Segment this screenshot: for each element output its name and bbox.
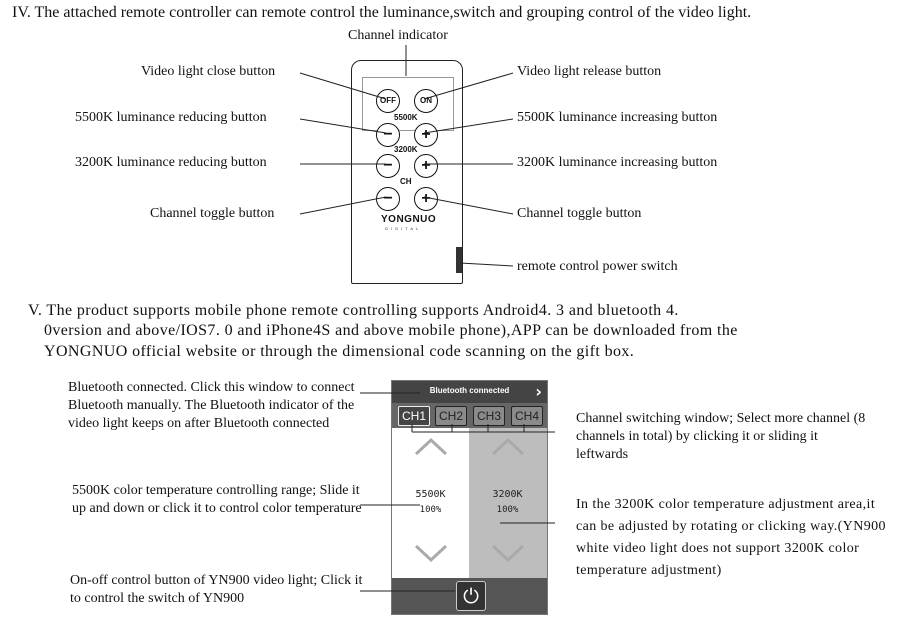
- remote-5500k-plus-button: +: [414, 123, 438, 147]
- channel-tab-1[interactable]: CH1: [398, 406, 430, 426]
- chevron-down-icon: [414, 544, 448, 563]
- section-v-line3: YONGNUO official website or through the …: [44, 343, 635, 360]
- remote-3200k-text: 3200K: [394, 145, 418, 154]
- channel-indicator-panel: [362, 77, 454, 131]
- channel-tab-3[interactable]: CH3: [473, 406, 505, 426]
- bluetooth-status-text: Bluetooth connected: [429, 386, 510, 395]
- channel-tab-4[interactable]: CH4: [511, 406, 543, 426]
- remote-5500k-text: 5500K: [394, 113, 418, 122]
- chevron-up-icon: [491, 437, 525, 456]
- note-3200k-adjust: In the 3200K color temperature adjustmen…: [576, 497, 886, 578]
- label-3200k-reduce: 3200K luminance reducing button: [75, 155, 267, 170]
- app-chevrons: [414, 437, 525, 563]
- remote-off-button: OFF: [376, 89, 400, 113]
- label-5500k-reduce: 5500K luminance reducing button: [75, 110, 267, 125]
- note-channel-switching: Channel switching window; Select more ch…: [576, 411, 866, 462]
- 5500k-control-area[interactable]: [392, 428, 469, 578]
- remote-3200k-plus-button: +: [414, 154, 438, 178]
- channel-tab-2[interactable]: CH2: [435, 406, 467, 426]
- channel-indicator-label: Channel indicator: [348, 28, 448, 43]
- label-3200k-increase: 3200K luminance increasing button: [517, 155, 718, 170]
- left-percent-label: 100%: [419, 505, 442, 515]
- chevron-right-icon[interactable]: ›: [535, 382, 542, 401]
- 3200k-control-area[interactable]: [469, 428, 547, 578]
- chevron-up-icon: [414, 437, 448, 456]
- remote-controller: OFF ON 5500K − + 3200K − + CH − + YONGNU…: [351, 60, 463, 284]
- section-iv-heading: IV. The attached remote controller can r…: [12, 4, 752, 21]
- label-channel-toggle-left: Channel toggle button: [150, 206, 275, 221]
- note-5500k-range: 5500K color temperature controlling rang…: [72, 483, 362, 516]
- label-5500k-increase: 5500K luminance increasing button: [517, 110, 718, 125]
- remote-on-button: ON: [414, 89, 438, 113]
- section-v-line1: V. The product supports mobile phone rem…: [28, 302, 679, 319]
- left-temp-label: 5500K: [415, 489, 446, 500]
- label-release-button: Video light release button: [517, 64, 662, 79]
- remote-ch-text: CH: [400, 177, 412, 186]
- power-icon[interactable]: ⏻: [456, 581, 486, 611]
- remote-5500k-minus-button: −: [376, 123, 400, 147]
- remote-brand: YONGNUO: [381, 214, 437, 225]
- label-channel-toggle-right: Channel toggle button: [517, 206, 642, 221]
- remote-3200k-minus-button: −: [376, 154, 400, 178]
- remote-brand-sub: DIGITAL: [385, 226, 422, 231]
- app-screen: Bluetooth connected › CH1 CH2 CH3 CH4 55…: [391, 380, 548, 615]
- right-temp-label: 3200K: [492, 489, 523, 500]
- note-bluetooth: Bluetooth connected. Click this window t…: [68, 380, 355, 431]
- label-close-button: Video light close button: [141, 64, 276, 79]
- bluetooth-bar[interactable]: [392, 381, 547, 403]
- remote-ch-minus-button: −: [376, 187, 400, 211]
- label-power-switch: remote control power switch: [517, 259, 678, 274]
- note-onoff: On-off control button of YN900 video lig…: [70, 573, 363, 606]
- chevron-down-icon: [491, 544, 525, 563]
- right-percent-label: 100%: [496, 505, 519, 515]
- remote-power-switch: [456, 247, 462, 273]
- section-v-line2: 0version and above/IOS7. 0 and iPhone4S …: [44, 322, 738, 339]
